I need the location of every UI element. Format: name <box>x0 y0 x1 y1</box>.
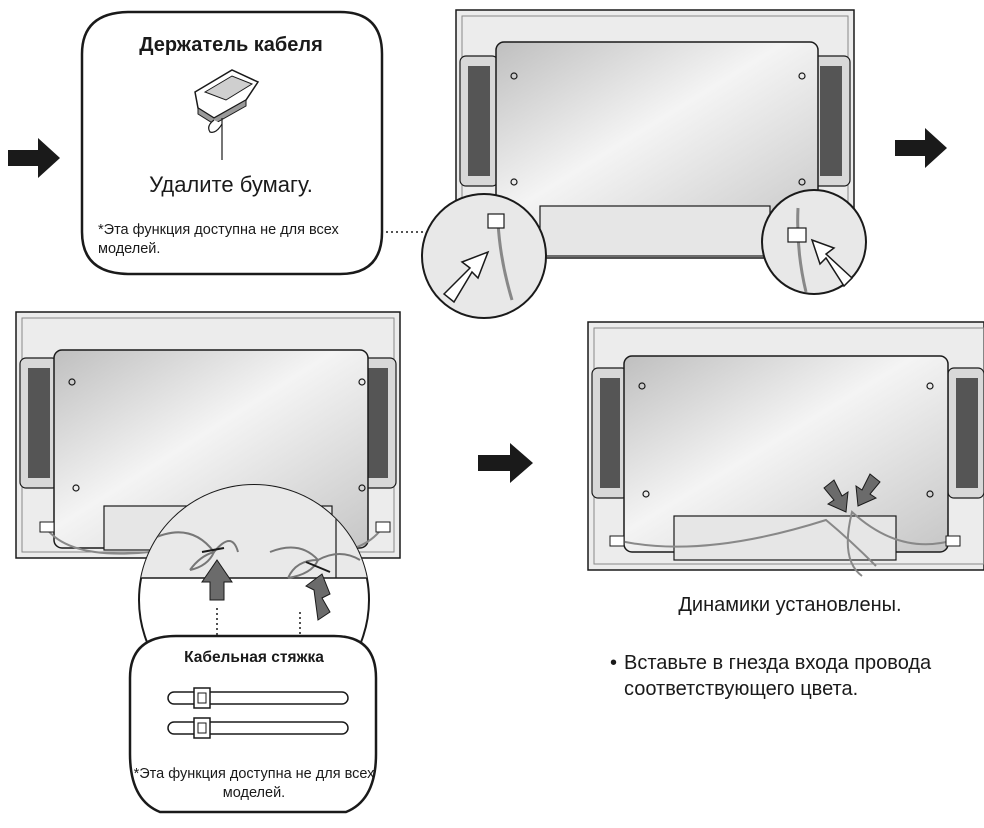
cable-holder-callout <box>80 10 384 276</box>
connect-instruction-text: Вставьте в гнезда входа провода соответс… <box>624 652 932 700</box>
cable-holder-clip-icon <box>194 69 260 160</box>
step-arrow-3 <box>478 443 533 483</box>
cable-tie-icon-2 <box>167 717 349 739</box>
connect-instruction: • Вставьте в гнезда входа провода соотве… <box>610 650 954 702</box>
cable-holder-note: *Эта функция доступна не для всех моделе… <box>98 222 339 257</box>
cable-tie-note: *Эта функция доступна не для всех моделе… <box>133 766 375 801</box>
cable-tie-icon-1 <box>167 687 349 709</box>
zoom-circle-left <box>421 193 547 319</box>
cable-holder-instruction: Удалите бумагу. <box>149 172 313 197</box>
speakers-installed-caption: Динамики установлены. <box>678 594 902 616</box>
step-arrow-1 <box>8 138 60 178</box>
zoom-circle-right <box>761 189 867 295</box>
cable-tie-title: Кабельная стяжка <box>184 649 324 666</box>
step-arrow-2 <box>895 128 947 168</box>
bullet-marker: • <box>610 652 618 674</box>
monitor-back-right <box>587 321 984 577</box>
cable-holder-title: Держатель кабеля <box>139 34 323 56</box>
